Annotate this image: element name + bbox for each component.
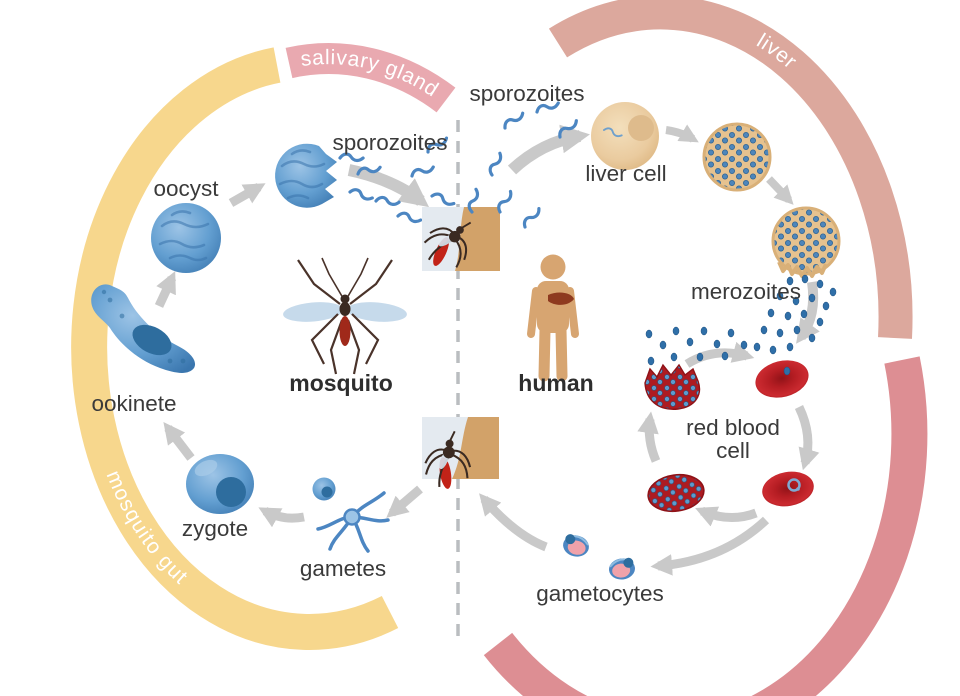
infected-liver-cell-illustration bbox=[702, 122, 772, 192]
mosquito-label: mosquito bbox=[289, 370, 393, 396]
ring-stage-rbc-illustration bbox=[762, 471, 814, 507]
mosquito-gut-arc bbox=[71, 47, 399, 650]
bursting-rbc-illustration bbox=[644, 363, 701, 410]
mosquito-head bbox=[340, 294, 350, 304]
mosquito-right-wing bbox=[347, 302, 407, 322]
mosquito-abdomen bbox=[339, 316, 351, 346]
sporozoites-mosquito-label: sporozoites bbox=[332, 130, 447, 155]
human-label: human bbox=[518, 370, 593, 396]
red-blood-cell-label-line1: red blood bbox=[686, 415, 780, 440]
arrow-liver-cell-to-schizont bbox=[665, 124, 699, 143]
arrow-sporozoites-to-liver-cell bbox=[507, 124, 590, 175]
blood-arc bbox=[483, 356, 928, 696]
merozoites-label: merozoites bbox=[691, 279, 801, 304]
ookinete-dots bbox=[101, 289, 186, 364]
mosquito-gut-arc-text: mosquito gut bbox=[102, 467, 192, 589]
mosquito-illustration bbox=[283, 257, 407, 375]
mosquito-left-wing bbox=[283, 302, 343, 322]
invading-merozoite bbox=[783, 366, 791, 376]
arrow-rbc-to-gametocytes bbox=[650, 516, 770, 576]
arrow-oocyst-to-burst bbox=[228, 183, 266, 207]
sporozoites-human-label: sporozoites bbox=[469, 81, 584, 106]
salivary-gland-arc bbox=[285, 43, 456, 113]
arrow-zygote-to-ookinete bbox=[163, 422, 195, 461]
arrow-gametocytes-to-bite bbox=[479, 493, 548, 552]
red-blood-cell-illustration bbox=[755, 360, 809, 398]
arrow-merozoites-release bbox=[796, 281, 820, 344]
arrow-ring-to-infected-rbc bbox=[695, 506, 758, 527]
schizont-rupture-fringe bbox=[777, 261, 828, 278]
oocyst-texture bbox=[158, 210, 210, 262]
cycle-arrows bbox=[154, 124, 820, 576]
infected-rbc-illustration bbox=[647, 473, 705, 513]
mosquito-bite-bottom bbox=[422, 417, 499, 493]
human-head bbox=[540, 254, 566, 280]
bursting-oocyst-texture bbox=[278, 149, 326, 200]
arrow-burst-rbc-to-rbc bbox=[684, 341, 755, 368]
zygote-label: zygote bbox=[182, 516, 248, 541]
gametocytes-label: gametocytes bbox=[536, 581, 664, 606]
region-arcs: salivary gland liver blood mosquito gut bbox=[71, 0, 928, 696]
arrow-rbc-to-ring-stage bbox=[794, 405, 820, 471]
ookinete-label: ookinete bbox=[91, 391, 176, 416]
gametocytes-illustration bbox=[560, 532, 638, 582]
oocyst-label: oocyst bbox=[153, 176, 219, 201]
human-torso bbox=[537, 281, 569, 333]
human-illustration bbox=[527, 254, 579, 382]
arrow-sporozoites-to-salivary bbox=[347, 164, 430, 208]
arrow-infected-rbc-to-burst bbox=[637, 411, 661, 463]
mosquito-gut-arc-label: mosquito gut bbox=[102, 467, 193, 589]
bursting-oocyst-illustration bbox=[275, 143, 337, 208]
liver-arc bbox=[548, 0, 913, 339]
ookinete-illustration bbox=[91, 284, 196, 373]
red-blood-cell-label-line2: cell bbox=[716, 438, 750, 463]
arrow-bite-to-gametes bbox=[386, 485, 423, 518]
gametes-illustration bbox=[312, 477, 390, 553]
zygote-illustration bbox=[186, 454, 254, 514]
mosquito-legs bbox=[297, 257, 393, 375]
bursting-liver-schizont-illustration bbox=[771, 206, 841, 278]
oocyst-illustration bbox=[151, 203, 221, 273]
mosquito-thorax bbox=[339, 302, 351, 316]
liver-cell-illustration bbox=[591, 102, 659, 170]
arrow-ookinete-to-oocyst bbox=[154, 271, 177, 308]
liver-cell-label: liver cell bbox=[585, 161, 666, 186]
gametes-label: gametes bbox=[300, 556, 386, 581]
mosquito-bite-top bbox=[414, 205, 500, 280]
human-liver-icon bbox=[548, 292, 574, 305]
arrow-gametes-to-zygote bbox=[258, 506, 305, 528]
arrow-schizont-to-burst-schizont bbox=[766, 176, 794, 205]
